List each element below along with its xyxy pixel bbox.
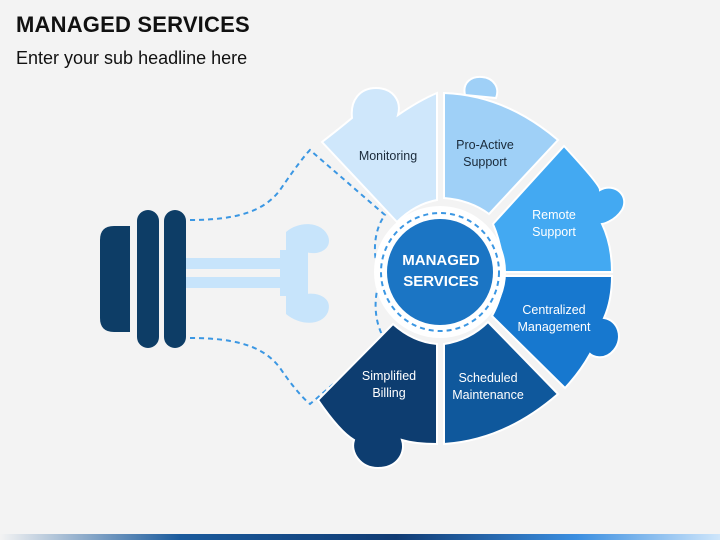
segment-label-remote-2: Support <box>532 225 576 239</box>
bulb-base <box>100 210 186 348</box>
segment-label-billing-2: Billing <box>372 386 405 400</box>
segment-label-centralized-1: Centralized <box>522 303 585 317</box>
bulb-cap-left <box>100 226 130 332</box>
segment-pro-active-support[interactable] <box>443 75 560 216</box>
bulb-ring-2 <box>164 210 186 348</box>
segment-label-pro-active-2: Support <box>463 155 507 169</box>
center-circle[interactable] <box>387 219 493 325</box>
segment-scheduled-maintenance[interactable] <box>443 320 560 446</box>
bulb-dashed-outline <box>189 148 387 406</box>
bottom-accent-bar <box>0 534 720 540</box>
page-subtitle: Enter your sub headline here <box>16 48 248 68</box>
segment-label-remote-1: Remote <box>532 208 576 222</box>
bulb-ring-1 <box>137 210 159 348</box>
segment-centralized-management[interactable] <box>490 275 620 390</box>
segment-label-scheduled-1: Scheduled <box>458 371 517 385</box>
segment-label-monitoring: Monitoring <box>359 149 417 163</box>
segment-monitoring[interactable] <box>320 86 438 224</box>
center-label-line1: MANAGED <box>402 252 480 269</box>
segment-label-billing-1: Simplified <box>362 369 416 383</box>
segment-label-scheduled-2: Maintenance <box>452 388 524 402</box>
center-label-line2: SERVICES <box>403 273 479 290</box>
segment-label-centralized-2: Management <box>518 320 591 334</box>
filament <box>186 224 329 323</box>
center-dashed-ring <box>380 212 500 332</box>
segment-simplified-billing[interactable] <box>316 322 438 470</box>
segment-label-pro-active-1: Pro-Active <box>456 138 514 152</box>
page-title: MANAGED SERVICES <box>16 12 250 37</box>
